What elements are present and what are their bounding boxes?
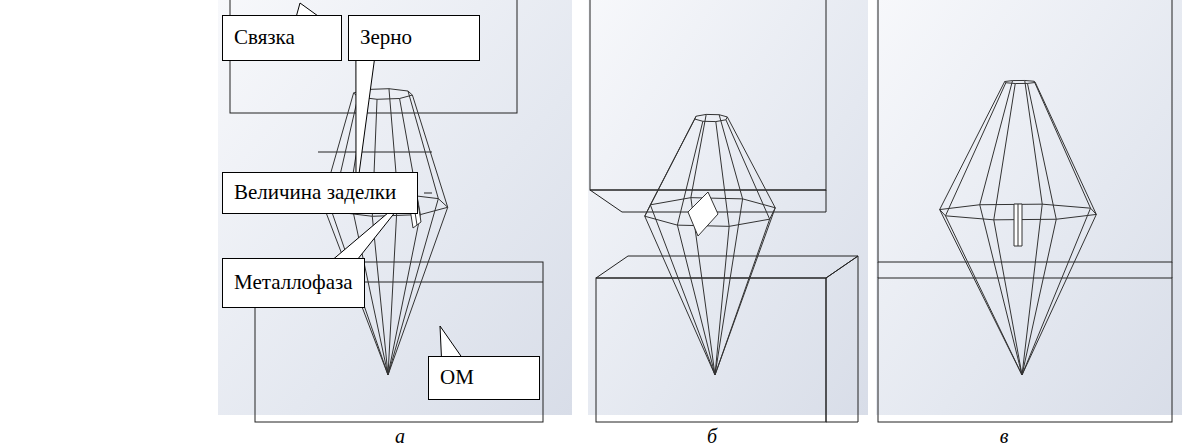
grain-edge: [727, 117, 775, 208]
callout-label: Зерно: [360, 26, 412, 49]
callout-label: ОМ: [440, 366, 474, 389]
subfigure-letter: в: [1000, 426, 1009, 446]
subfigure-letter: б: [707, 426, 717, 446]
subfigure-letter: а: [395, 426, 405, 446]
callout-label: Металлофаза: [234, 271, 353, 294]
grain-edge: [1035, 82, 1096, 214]
callout-box: Величина заделки: [222, 172, 418, 214]
grain-edge: [1091, 208, 1097, 214]
grain-edge: [1056, 214, 1096, 219]
grain-edge: [389, 89, 408, 91]
grain-edge: [645, 216, 678, 225]
grain-edge: [994, 219, 1056, 221]
grain-edge: [945, 216, 993, 220]
grain-edge: [980, 205, 1022, 375]
embed-depth-line: [424, 193, 432, 194]
grain-edge: [1042, 204, 1090, 208]
grain-edge: [980, 81, 1013, 205]
grain-edge: [691, 198, 743, 199]
grain-edge: [706, 114, 719, 115]
grain-edge: [1005, 80, 1013, 82]
grain-edge: [1006, 82, 1015, 84]
grain-edge: [994, 84, 1016, 220]
grain-edge: [1025, 80, 1034, 82]
grain-edge: [980, 204, 1042, 206]
grain-edge: [940, 210, 1022, 375]
grain-edge: [650, 116, 696, 205]
binder-block: [590, 0, 826, 190]
grain-edge: [1034, 81, 1090, 208]
grain-edge: [1022, 208, 1091, 375]
grain-edge: [1022, 219, 1056, 375]
callout-label: Величина заделки: [234, 181, 396, 204]
callout-box: Металлофаза: [222, 258, 365, 308]
callout-box: Связка: [222, 15, 342, 61]
grain-wireframe: [645, 114, 775, 375]
grain-edge: [719, 115, 742, 199]
grain-edge: [696, 114, 706, 116]
callout-box: ОМ: [428, 356, 540, 400]
grain-edge: [650, 205, 715, 375]
workpiece-edge: [878, 262, 879, 278]
panel-ground: [218, 0, 572, 415]
callout-box: Зерно: [348, 15, 480, 61]
grain-edge: [940, 205, 980, 210]
grain-edge: [715, 199, 743, 375]
grain-edge: [695, 119, 703, 121]
callout-label: Связка: [234, 26, 295, 49]
grain-wireframe: [940, 80, 1097, 375]
grain-edge: [650, 198, 691, 205]
grain-edge: [388, 215, 420, 375]
binder-block: [878, 0, 1172, 262]
metal-phase: [688, 192, 718, 236]
workpiece-edge: [1172, 262, 1173, 278]
workpiece-side: [826, 256, 858, 422]
panel-ground: [876, 0, 1182, 415]
grain-edge: [729, 219, 770, 226]
grain-edge: [377, 98, 400, 100]
workpiece-block: [596, 278, 826, 422]
workpiece-face: [596, 256, 858, 278]
grain-edge: [1025, 80, 1043, 204]
grain-edge: [1022, 214, 1096, 375]
grain-edge: [719, 115, 727, 117]
grain-edge: [945, 83, 1005, 216]
grain-wireframe: [322, 89, 447, 375]
metal-phase-edge: [1018, 204, 1019, 246]
grain-edge: [388, 207, 448, 375]
grain-edge: [438, 199, 447, 208]
grain-edge: [677, 225, 715, 375]
grain-edge: [715, 208, 775, 375]
grain-edge: [1013, 80, 1025, 81]
grain-edge: [743, 199, 776, 208]
grain-edge: [716, 122, 729, 227]
metal-phase: [1014, 204, 1022, 246]
grain-edge: [691, 114, 706, 197]
callout-pointer: [440, 326, 462, 357]
